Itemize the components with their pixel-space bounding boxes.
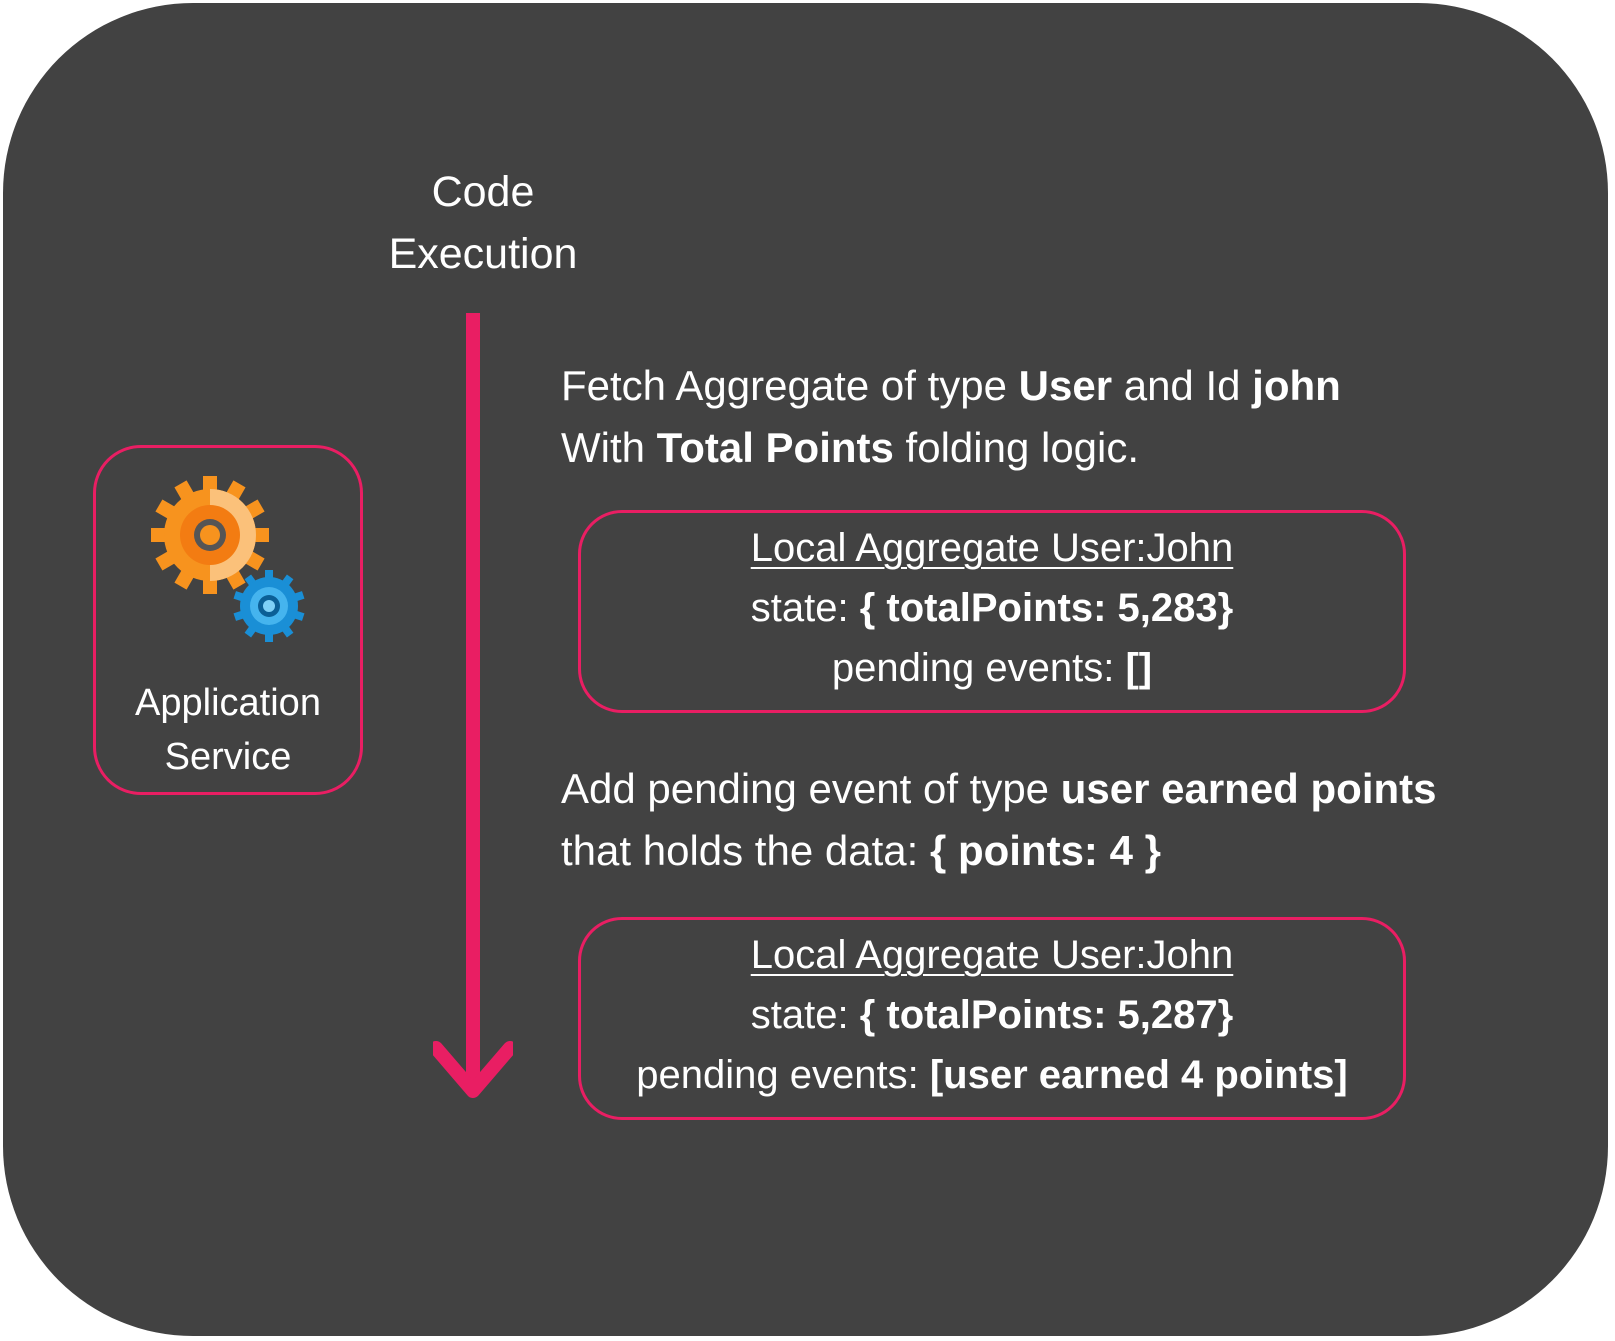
add-step-line1: Add pending event of type user earned po…	[561, 758, 1436, 820]
execution-arrow-head	[433, 1041, 513, 1098]
aggregate-state: state: { totalPoints: 5,287}	[581, 985, 1403, 1045]
service-label-line2: Service	[164, 736, 292, 778]
diagram-background: Code Execution	[3, 3, 1608, 1336]
application-service-box: Application Service	[93, 445, 363, 795]
aggregate-pending-events: pending events: []	[581, 638, 1403, 698]
code-execution-line2: Execution	[388, 230, 578, 278]
state-value: { totalPoints: 5,283}	[859, 586, 1234, 630]
local-aggregate-box-before: Local Aggregate User:John state: { total…	[578, 510, 1406, 713]
execution-arrow	[433, 313, 513, 1098]
fetch-step-line2: With Total Points folding logic.	[561, 417, 1341, 479]
folding-logic-name: Total Points	[656, 424, 894, 471]
local-aggregate-box-after: Local Aggregate User:John state: { total…	[578, 917, 1406, 1120]
event-data: { points: 4 }	[929, 827, 1161, 874]
fetch-text: Fetch Aggregate of type	[561, 362, 1019, 409]
aggregate-title: Local Aggregate User:John	[750, 526, 1234, 570]
id-text: and Id	[1112, 362, 1253, 409]
pending-label: pending events:	[636, 1053, 930, 1097]
small-gear-icon	[233, 570, 305, 642]
add-step-line2: that holds the data: { points: 4 }	[561, 820, 1436, 882]
pending-value: [user earned 4 points]	[929, 1053, 1348, 1097]
fetch-step-line1: Fetch Aggregate of type User and Id john	[561, 355, 1341, 417]
service-label-line1: Application	[135, 682, 321, 724]
aggregate-pending-events: pending events: [user earned 4 points]	[581, 1045, 1403, 1105]
state-value: { totalPoints: 5,287}	[859, 993, 1234, 1037]
with-text: With	[561, 424, 657, 471]
state-label: state:	[750, 993, 860, 1037]
aggregate-type: User	[1018, 362, 1113, 409]
pending-label: pending events:	[831, 646, 1126, 690]
gears-icon	[151, 476, 305, 642]
application-service-label: Application Service	[96, 676, 360, 784]
folding-text: folding logic.	[893, 424, 1140, 471]
event-type: user earned points	[1060, 765, 1437, 812]
large-gear-icon	[151, 476, 269, 594]
fetch-aggregate-step: Fetch Aggregate of type User and Id john…	[561, 355, 1341, 479]
aggregate-title: Local Aggregate User:John	[750, 933, 1234, 977]
add-event-text: Add pending event of type	[561, 765, 1061, 812]
pending-value: []	[1125, 646, 1153, 690]
aggregate-id: john	[1252, 362, 1341, 409]
code-execution-line1: Code	[431, 168, 535, 216]
aggregate-state: state: { totalPoints: 5,283}	[581, 578, 1403, 638]
data-text: that holds the data:	[561, 827, 930, 874]
state-label: state:	[750, 586, 860, 630]
code-execution-title: Code Execution	[333, 161, 633, 285]
add-pending-event-step: Add pending event of type user earned po…	[561, 758, 1436, 882]
